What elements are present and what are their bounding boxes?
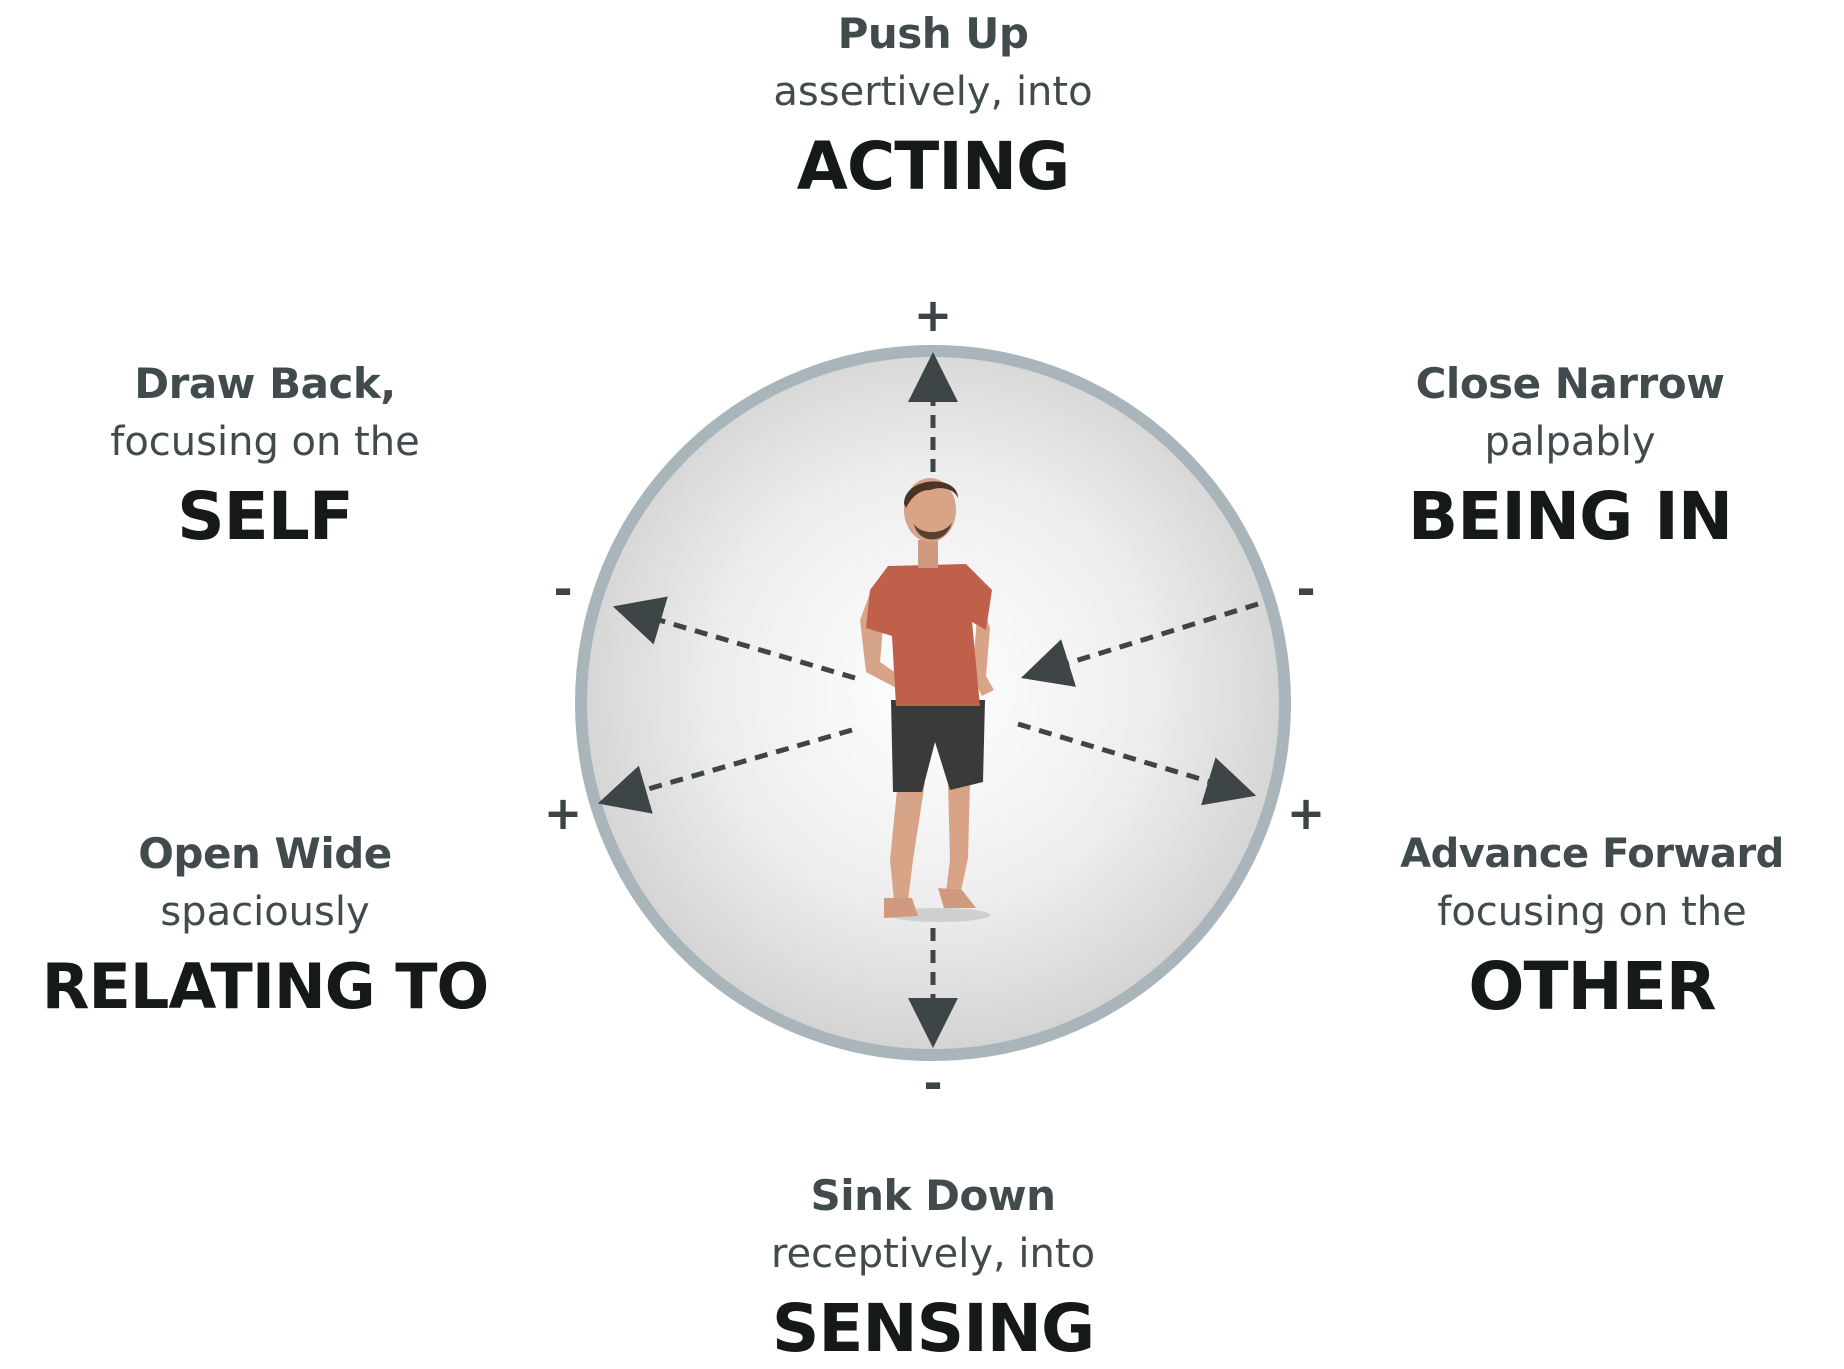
label-upper-left-noun: SELF [177, 478, 354, 555]
label-down-adverb: receptively, into [770, 1231, 1096, 1277]
label-lower-left: Open Wide spaciously RELATING TO [0, 826, 530, 1032]
label-upper-left: Draw Back, focusing on the SELF [0, 356, 530, 562]
label-lower-left-noun: RELATING TO [41, 950, 490, 1023]
label-upper-right-noun: BEING IN [1407, 478, 1733, 555]
sign-bottom: - [923, 1056, 943, 1110]
sign-upper-left: - [553, 562, 573, 616]
label-lower-right-verb: Advance Forward [1400, 831, 1784, 877]
standing-person-figure [860, 478, 994, 922]
arrow-lower-right [1017, 721, 1257, 806]
label-lower-left-verb: Open Wide [138, 829, 392, 878]
label-upper-right: Close Narrow palpably BEING IN [1290, 356, 1844, 562]
label-lower-right-noun: OTHER [1468, 948, 1716, 1025]
label-upper-right-verb: Close Narrow [1415, 359, 1725, 408]
arrow-lower-left [597, 727, 853, 814]
label-upper-left-adverb: focusing on the [110, 419, 420, 465]
label-up-adverb: assertively, into [773, 69, 1093, 115]
arrow-upper-right [1020, 601, 1259, 687]
label-down-verb: Sink Down [810, 1171, 1056, 1220]
sign-lower-right: + [1286, 786, 1326, 840]
arrow-upper-left [612, 596, 856, 681]
label-lower-right-adverb: focusing on the [1437, 889, 1747, 935]
sign-lower-left: + [543, 786, 583, 840]
sign-upper-right: - [1296, 562, 1316, 616]
label-upper-left-verb: Draw Back, [134, 359, 396, 408]
sign-top: + [913, 288, 953, 342]
label-up: Push Up assertively, into ACTING [633, 6, 1233, 212]
label-down: Sink Down receptively, into SENSING [633, 1168, 1233, 1369]
label-up-verb: Push Up [837, 9, 1029, 58]
label-lower-right: Advance Forward focusing on the OTHER [1340, 826, 1844, 1032]
label-upper-right-adverb: palpably [1484, 419, 1656, 465]
label-down-noun: SENSING [771, 1290, 1095, 1367]
label-lower-left-adverb: spaciously [160, 889, 370, 935]
label-up-noun: ACTING [796, 128, 1071, 205]
